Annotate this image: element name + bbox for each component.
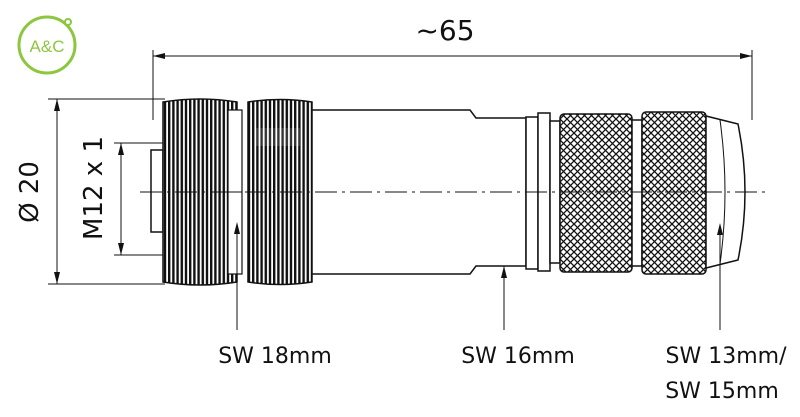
diameter-dimension: Ø 20 (15, 98, 165, 285)
sw18-label: SW 18mm (218, 344, 332, 369)
sw16-label: SW 16mm (461, 344, 575, 369)
logo-text: A&C (30, 37, 65, 56)
company-logo: A&C (17, 15, 77, 75)
thread-dimension: M12 x 1 (79, 136, 165, 256)
overall-length-dimension: ~65 (152, 14, 753, 120)
callout-sw16: SW 16mm (461, 266, 575, 369)
diameter-label: Ø 20 (15, 161, 45, 223)
knurled-grip-1 (559, 113, 633, 273)
overall-length-label: ~65 (415, 14, 474, 47)
thread-label: M12 x 1 (79, 136, 109, 240)
sw13-label-line2: SW 15mm (665, 379, 779, 404)
callout-sw13: SW 13mm/ SW 15mm (665, 223, 787, 404)
knurled-grip-2 (641, 111, 707, 275)
callout-sw18: SW 18mm (218, 222, 332, 369)
sw13-label-line1: SW 13mm/ (666, 344, 788, 369)
